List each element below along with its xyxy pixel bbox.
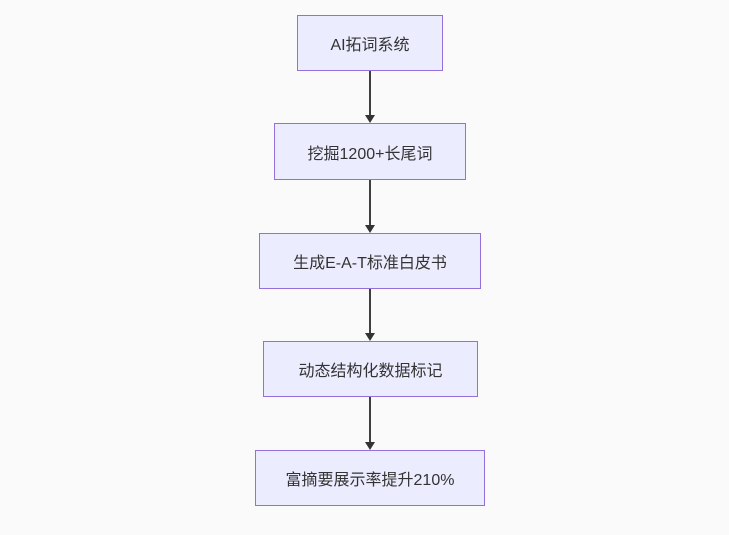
arrow-connector-4 (364, 397, 376, 450)
arrowhead-icon (365, 115, 375, 123)
flow-node-structured-data-markup: 动态结构化数据标记 (263, 341, 478, 397)
arrowhead-icon (365, 225, 375, 233)
flow-node-ai-word-expansion-system: AI拓词系统 (297, 15, 443, 71)
arrow-line (369, 180, 371, 226)
arrow-connector-1 (364, 71, 376, 123)
flow-node-eat-whitepaper: 生成E-A-T标准白皮书 (259, 233, 481, 289)
arrow-line (369, 397, 371, 443)
arrow-connector-3 (364, 289, 376, 341)
arrowhead-icon (365, 442, 375, 450)
arrow-line (369, 71, 371, 116)
flow-node-longtail-keywords: 挖掘1200+长尾词 (274, 123, 466, 180)
arrow-line (369, 289, 371, 334)
arrowhead-icon (365, 333, 375, 341)
flow-node-rich-snippet-rate: 富摘要展示率提升210% (255, 450, 485, 506)
arrow-connector-2 (364, 180, 376, 233)
